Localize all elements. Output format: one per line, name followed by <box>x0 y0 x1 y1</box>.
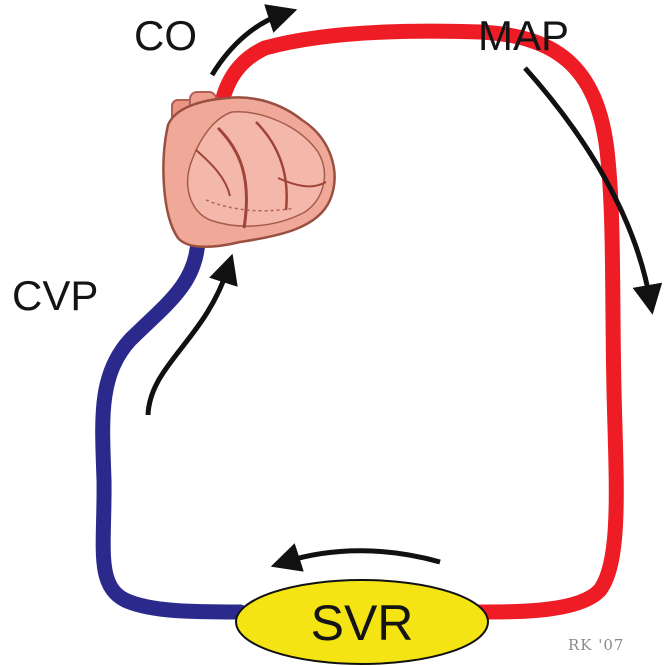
svr-label: SVR <box>311 595 414 651</box>
cvp-label: CVP <box>12 272 98 319</box>
signature: RK '07 <box>568 636 624 654</box>
co-label: CO <box>134 12 197 59</box>
svr-flow-arrow <box>285 551 440 562</box>
map-label: MAP <box>478 12 569 59</box>
map-flow-arrow <box>525 68 650 300</box>
heart-illustration <box>163 92 334 247</box>
